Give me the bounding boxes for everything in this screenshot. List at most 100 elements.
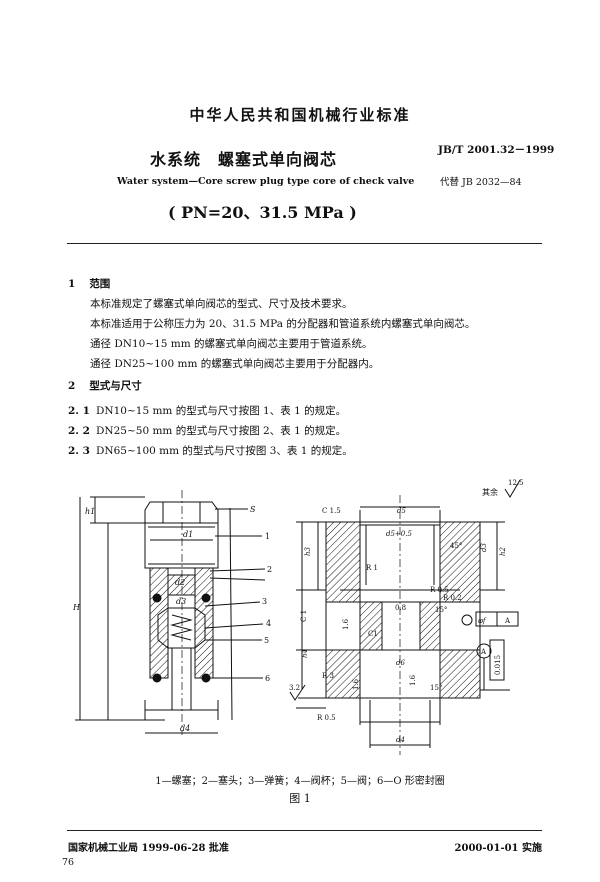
label-roughness-1-6-c: 1.6 [409,674,417,686]
clause-2-1-text: DN10~15 mm 的型式与尺寸按图 1、表 1 的规定。 [96,405,347,417]
standard-number: JB/T 2001.32－1999 [438,144,555,156]
pressure-rating: ( PN=20、31.5 MPa ) [168,203,357,222]
label-d3: d3 [176,597,186,606]
label-d2: d2 [175,578,185,587]
label-15deg: 15° [435,606,447,614]
label-roughness-1-6-b: 1.6 [352,678,360,690]
label-C1-b: C1 [368,630,378,638]
clause-2-2: 2. 2 DN25~50 mm 的型式与尺寸按图 2、表 1 的规定。 [68,423,346,438]
clause-2-3: 2. 3 DN65~100 mm 的型式与尺寸按图 3、表 1 的规定。 [68,443,353,458]
label-roughness-3-2: 3.2 [289,684,300,692]
label-h3: h3 [304,546,312,556]
issuer-approval: 国家机械工业局 1999-06-28 批准 [68,843,229,854]
section-1-paragraph-4: 通径 DN25~100 mm 的螺塞式单向阀芯主要用于分配器内。 [90,358,380,370]
label-d5: d5 [397,507,406,515]
detail-hatch-lower-right [439,649,481,699]
label-d1: d1 [183,530,193,539]
assembly-labels: h1 S H d1 d2 d3 d4 1 2 3 4 5 6 [72,505,272,733]
label-d6: d6 [396,659,405,667]
page-number: 76 [62,857,75,868]
figure-caption: 图 1 [289,792,311,805]
label-datum-A: A [504,617,511,625]
detail-hatch-mid-right [419,601,441,651]
right-boundary-line [229,507,233,721]
figure-1-drawing: h1 S H d1 d2 d3 d4 1 2 3 4 5 6 [72,479,524,755]
clause-2-2-text: DN25~50 mm 的型式与尺寸按图 2、表 1 的规定。 [96,425,347,437]
o-ring-left-upper [152,593,162,603]
label-d5-plus: d5+0.5 [386,530,412,538]
label-h2: h2 [499,546,507,556]
o-ring-right-upper [201,593,211,603]
header-divider [67,243,542,244]
hatched-section-right [194,567,214,679]
clause-2-1: 2. 1 DN10~15 mm 的型式与尺寸按图 1、表 1 的规定。 [68,403,346,418]
figure-legend: 1—螺塞；2—塞头；3—弹簧；4—阀杯；5—阀；6—O 形密封圈 [155,776,445,787]
document-title-en: Water system—Core screw plug type core o… [117,176,415,187]
valve-stem [171,647,192,711]
section-2-title: 型式与尺寸 [89,380,142,392]
section-1-title: 范围 [89,278,111,290]
label-roughness-12-5: 12.5 [508,479,524,487]
standard-category-title: 中华人民共和国机械行业标准 [189,106,411,124]
plug-hex-head [144,501,219,524]
label-rest: 其余 [482,487,498,497]
label-C1-5: C 1.5 [322,507,341,515]
detail-view [289,479,521,755]
plug-thread-body [144,522,219,569]
document-title-cn: 水系统 螺塞式单向阀芯 [150,150,338,169]
clause-2-3-number: 2. 3 [68,445,90,457]
label-R1: R 1 [366,564,378,572]
detail-hatch-lower-left [325,649,361,699]
label-roughness-1-6-a: 1.6 [342,618,350,630]
label-phi-f: φf [478,617,487,625]
replaces-standard: 代替 JB 2032—84 [440,177,522,188]
roughness-symbol-3-2 [289,684,306,701]
label-part-2: 2 [267,565,272,574]
section-2-number: 2 [68,380,76,392]
label-datum-A-circle: A [480,648,487,656]
o-ring-right-lower [201,673,211,683]
section-1-paragraph-1: 本标准规定了螺塞式单向阀芯的型式、尺寸及技术要求。 [90,298,353,310]
hatched-plug-head [167,574,196,596]
footer-divider [67,830,542,831]
section-1-paragraph-2: 本标准适用于公称压力为 20、31.5 MPa 的分配器和管道系统内螺塞式单向阀… [90,318,476,330]
clause-2-1-number: 2. 1 [68,405,90,417]
label-R0-5-b: R 0.5 [317,714,336,722]
label-h4: h4 [301,649,309,658]
label-H: H [72,603,81,612]
roughness-symbol-rest [504,479,521,498]
valve-cup [157,607,206,649]
section-1-heading: 1 范围 [68,276,110,291]
detail-labels: C 1.5 d5 d5+0.5 45° d3 h2 h3 R 1 R 0.5 R… [289,479,524,744]
label-part-4: 4 [266,619,271,628]
label-part-1: 1 [265,532,270,541]
detail-hatch-mid-left [359,601,383,651]
clause-2-2-number: 2. 2 [68,425,90,437]
section-1-number: 1 [68,278,76,290]
clause-2-3-text: DN65~100 mm 的型式与尺寸按图 3、表 1 的规定。 [96,445,353,457]
datum-circle [461,614,473,626]
label-S: S [250,505,256,514]
label-tolerance-0-015: 0.015 [494,655,502,675]
section-2-heading: 2 型式与尺寸 [68,378,142,393]
label-15deg-b: 15° [430,684,442,692]
label-part-6: 6 [265,674,270,683]
label-roughness-0-8: 0.8 [395,604,406,612]
label-R0-5: R 0.5 [430,586,449,594]
o-ring-left-lower [152,673,162,683]
runout-tolerance-frame [489,639,505,681]
spring-coils [170,614,193,641]
label-d4: d4 [180,724,190,733]
label-C1: C 1 [300,610,308,622]
label-R0-2: R 0.2 [443,594,462,602]
section-1-paragraph-3: 通径 DN10~15 mm 的螺塞式单向阀芯主要用于管道系统。 [90,338,373,350]
label-d4-bottom: d4 [396,736,405,744]
label-h1: h1 [85,507,95,516]
label-part-3: 3 [262,597,267,606]
label-part-5: 5 [264,636,269,645]
assembly-view [75,490,266,735]
label-d3-right: d3 [480,543,488,552]
hatched-section-left [149,567,169,679]
effective-date: 2000-01-01 实施 [454,843,542,854]
label-45deg: 45° [450,542,462,550]
